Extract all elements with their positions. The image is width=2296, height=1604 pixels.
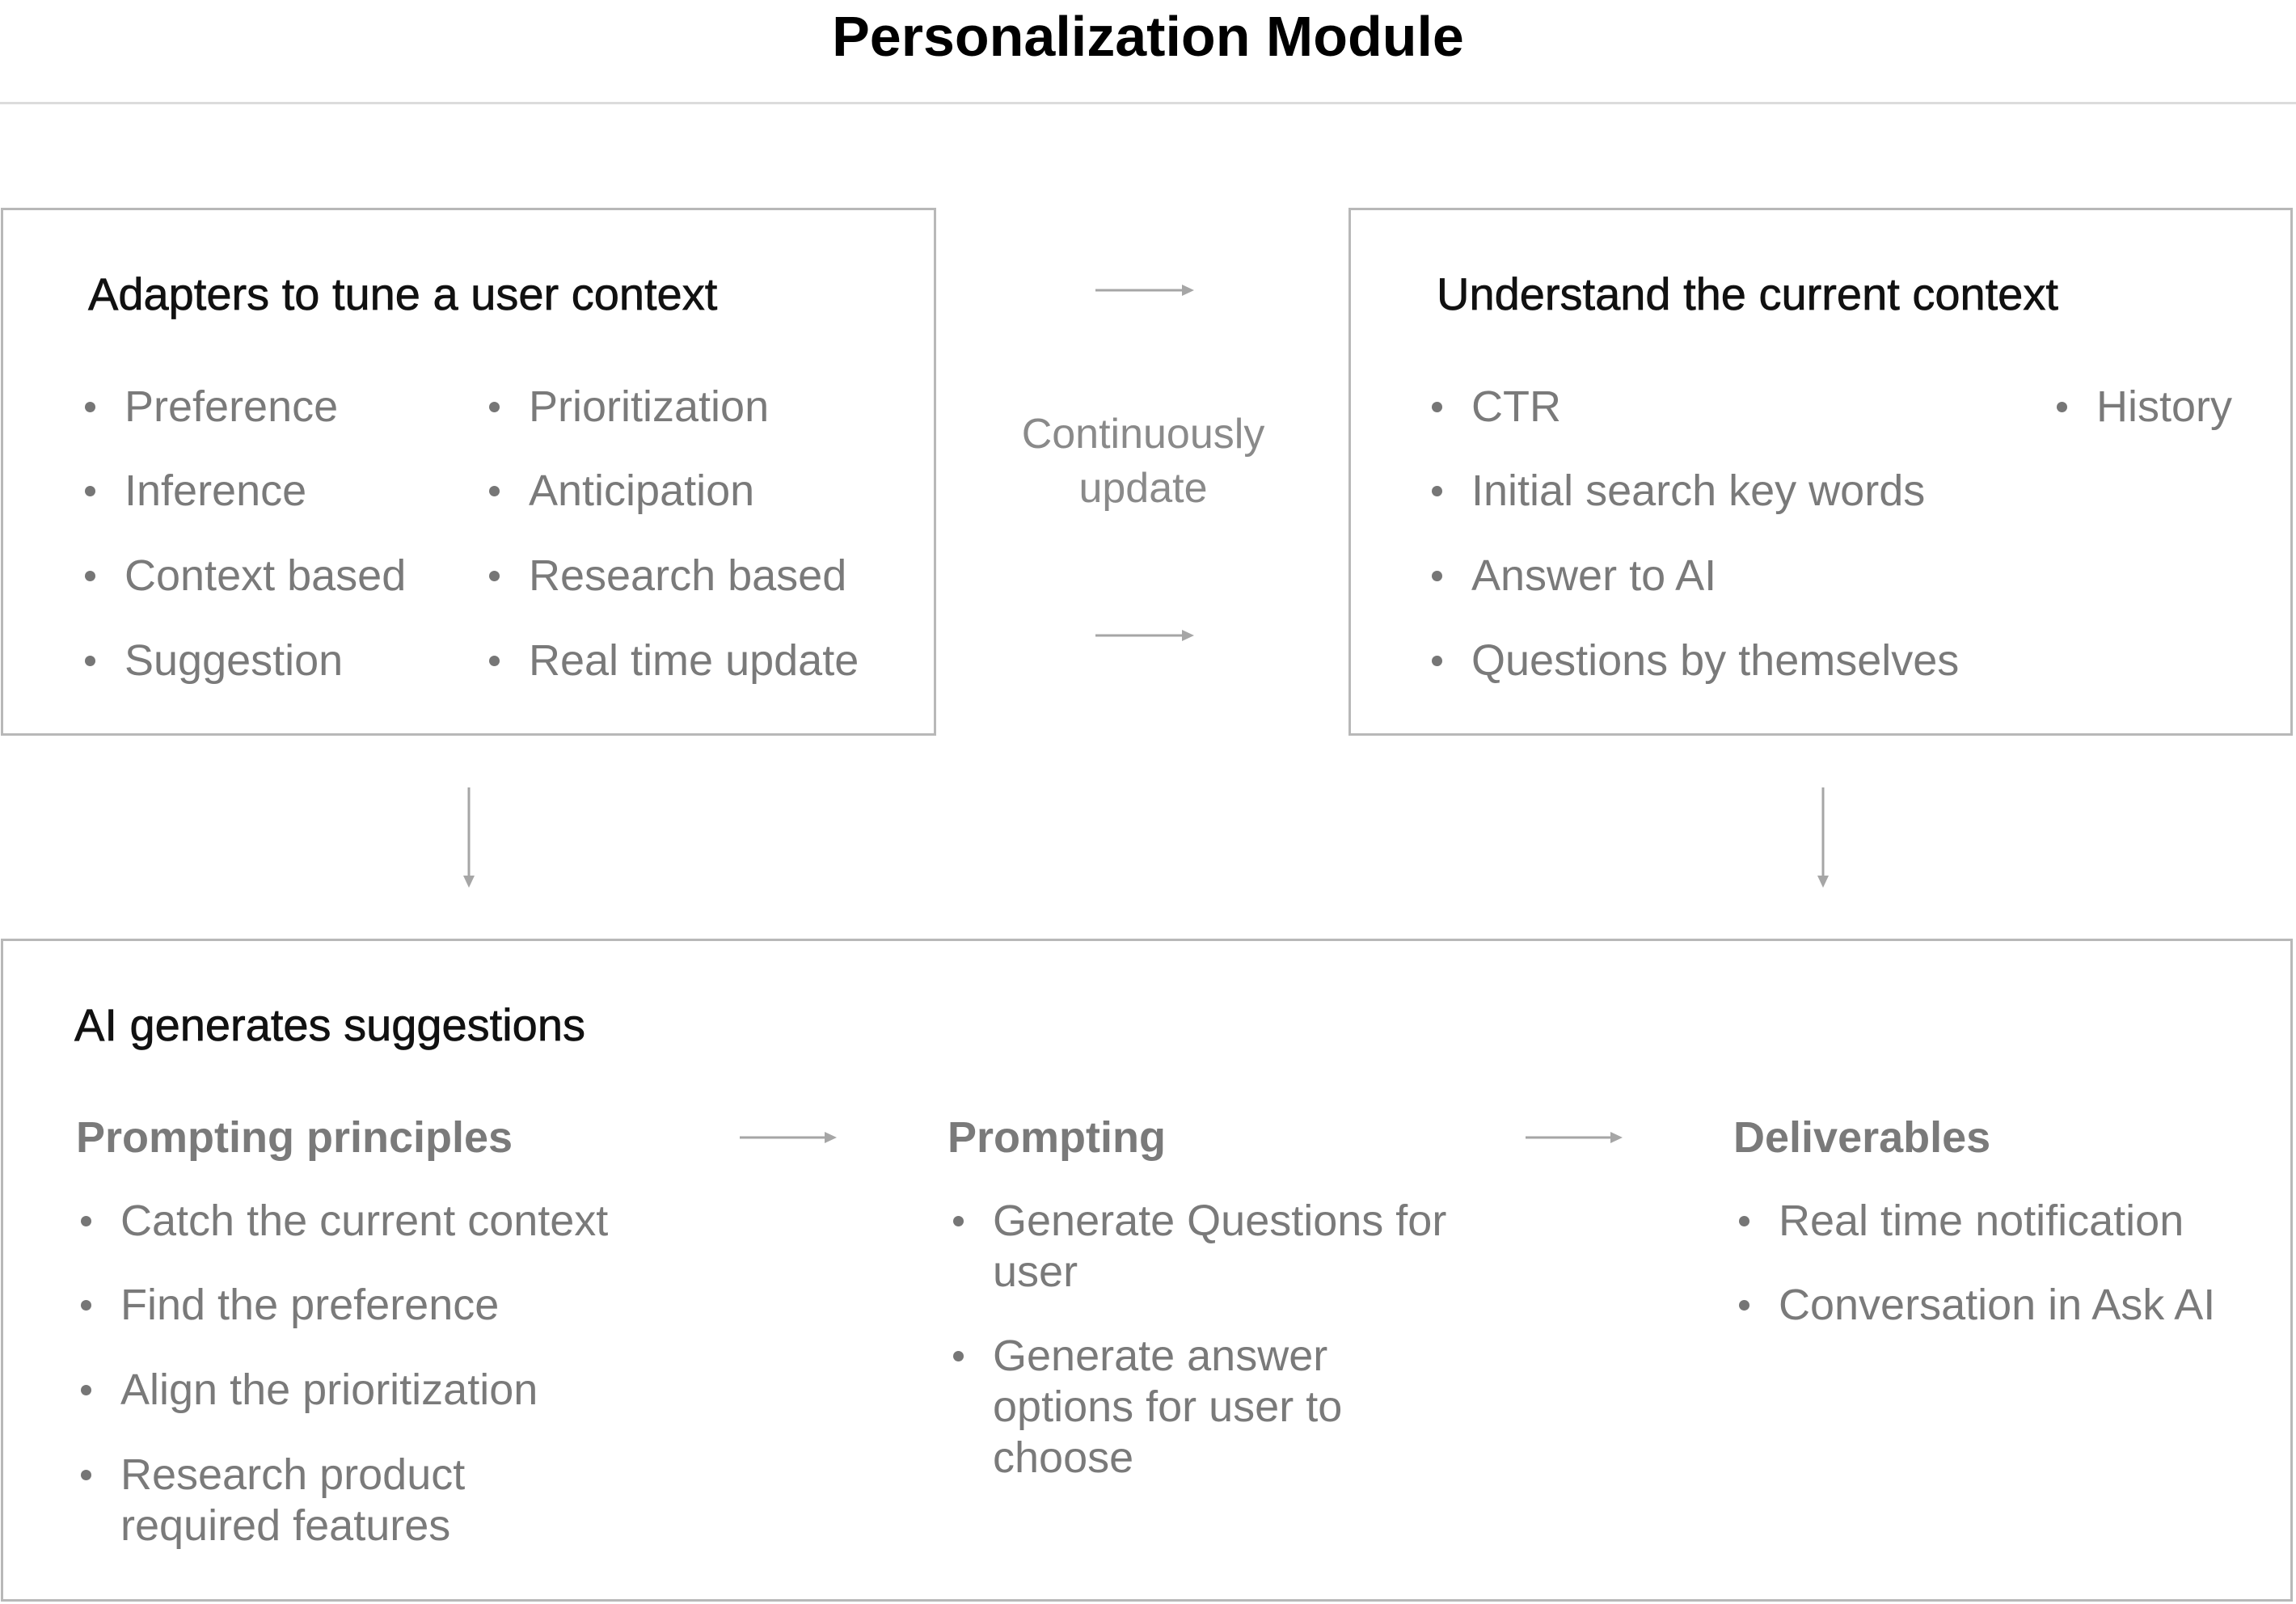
list-item: Catch the current context (81, 1196, 622, 1247)
list-item: Research product required features (81, 1450, 622, 1551)
list-item-text: Align the prioritization (120, 1365, 538, 1414)
list-item-text: Suggestion (125, 635, 344, 685)
list-item-text: Context based (125, 551, 407, 600)
list-item-text: History (2096, 382, 2233, 431)
list-item-text: CTR (1471, 382, 1561, 431)
bullet-dot (489, 401, 500, 412)
list-item-text: Catch the current context (120, 1196, 609, 1245)
bullet-dot (85, 655, 95, 666)
bullet-dot (1432, 401, 1442, 412)
list-item-text: Inference (125, 466, 307, 516)
prompting-heading: Prompting (948, 1113, 1166, 1162)
list-item: History (2057, 382, 2274, 433)
arrow-right-icon (1095, 630, 1194, 641)
list-item: Preference (85, 382, 464, 433)
page-title: Personalization Module (832, 5, 1464, 68)
bullet-dot (1432, 486, 1442, 497)
list-item: Initial search key words (1432, 466, 2037, 517)
list-item: Prioritization (489, 382, 909, 433)
bullet-dot (81, 1215, 91, 1226)
list-item: Real time update (489, 635, 909, 686)
list-item-text: Real time update (529, 635, 859, 685)
flow-label: Continuously update (1021, 411, 1265, 512)
bullet-dot (85, 486, 95, 497)
list-item: Inference (85, 466, 464, 517)
list-item-text: Conversation in Ask AI (1779, 1281, 2216, 1330)
list-item-text: Prioritization (529, 382, 770, 431)
suggestions-box (1, 939, 2293, 1602)
list-item: Real time notification (1739, 1196, 2264, 1247)
bullet-dot (489, 655, 500, 666)
context-heading: Understand the current context (1437, 268, 2059, 320)
bullet-dot (81, 1469, 91, 1480)
list-item: Anticipation (489, 466, 909, 517)
list-item-text: Initial search key words (1471, 466, 1926, 516)
list-item: CTR (1432, 382, 2037, 433)
list-item: Generate Questions for user (953, 1196, 1462, 1298)
bullet-dot (1739, 1300, 1749, 1311)
list-item: Context based (85, 551, 464, 602)
context-list-right: History (2057, 382, 2274, 466)
arrow-down-icon (463, 787, 475, 888)
bullet-dot (1739, 1215, 1749, 1226)
bullet-dot (2057, 401, 2067, 412)
list-item-text: Generate answer options for user to choo… (993, 1332, 1343, 1483)
adapters-box (1, 208, 936, 736)
bullet-dot (489, 570, 500, 581)
list-item-text: Questions by themselves (1471, 635, 1960, 685)
context-box (1348, 208, 2293, 736)
deliverables-heading: Deliverables (1733, 1113, 1991, 1162)
bullet-dot (81, 1300, 91, 1311)
list-item: Align the prioritization (81, 1365, 622, 1416)
list-item-text: Answer to AI (1471, 551, 1717, 600)
list-item: Conversation in Ask AI (1739, 1280, 2264, 1331)
bullet-dot (953, 1351, 964, 1362)
list-item-text: Research product required features (120, 1450, 466, 1550)
bullet-dot (953, 1215, 964, 1226)
list-item: Generate answer options for user to choo… (953, 1331, 1462, 1484)
arrow-down-icon (1817, 787, 1829, 888)
bullet-dot (489, 486, 500, 497)
prompting-principles-heading: Prompting principles (76, 1113, 513, 1162)
list-item-text: Real time notification (1779, 1196, 2184, 1245)
list-item: Find the preference (81, 1280, 622, 1331)
bullet-dot (1432, 570, 1442, 581)
list-item: Suggestion (85, 635, 464, 686)
list-item-text: Preference (125, 382, 339, 431)
title-divider (0, 102, 2296, 104)
list-item: Answer to AI (1432, 551, 2037, 602)
list-item-text: Generate Questions for user (993, 1196, 1447, 1296)
bullet-dot (85, 401, 95, 412)
bullet-dot (81, 1384, 91, 1395)
adapters-heading: Adapters to tune a user context (88, 268, 718, 320)
bullet-dot (85, 570, 95, 581)
list-item-text: Find the preference (120, 1281, 500, 1330)
list-item: Research based (489, 551, 909, 602)
list-item: Questions by themselves (1432, 635, 2037, 686)
list-item-text: Research based (529, 551, 847, 600)
bullet-dot (1432, 655, 1442, 666)
list-item-text: Anticipation (529, 466, 755, 516)
arrow-right-icon (1095, 285, 1194, 296)
suggestions-heading: AI generates suggestions (74, 999, 586, 1051)
